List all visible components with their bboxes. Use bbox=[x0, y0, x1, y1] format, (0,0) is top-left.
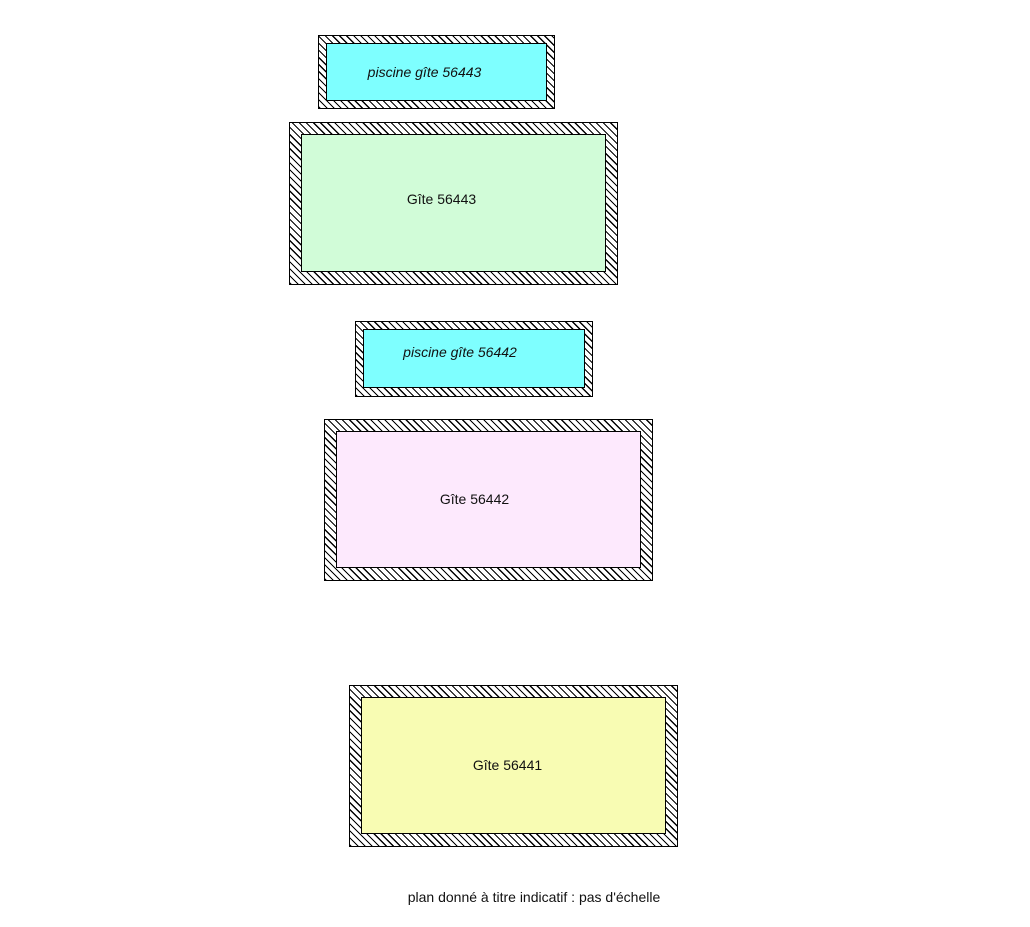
gite-56443-room: Gîte 56443 bbox=[301, 134, 606, 272]
pool-56442: piscine gîte 56442 bbox=[363, 329, 585, 388]
pool-56443-label: piscine gîte 56443 bbox=[367, 64, 482, 80]
gite-56441-wall: Gîte 56441 bbox=[349, 685, 678, 847]
gite-56441-label: Gîte 56441 bbox=[472, 756, 543, 773]
pool-56442-label: piscine gîte 56442 bbox=[403, 343, 517, 360]
pool-56443-wall: piscine gîte 56443 bbox=[318, 35, 555, 109]
gite-56442-room: Gîte 56442 bbox=[336, 431, 641, 568]
pool-56442-wall: piscine gîte 56442 bbox=[355, 321, 593, 397]
gite-56443-label: Gîte 56443 bbox=[406, 191, 477, 207]
gite-56443-wall: Gîte 56443 bbox=[289, 122, 618, 285]
pool-56443: piscine gîte 56443 bbox=[326, 43, 547, 101]
plan-caption: plan donné à titre indicatif : pas d'éch… bbox=[407, 889, 661, 905]
gite-56441-room: Gîte 56441 bbox=[361, 697, 666, 834]
gite-56442-label: Gîte 56442 bbox=[439, 490, 510, 507]
gite-56442-wall: Gîte 56442 bbox=[324, 419, 653, 581]
